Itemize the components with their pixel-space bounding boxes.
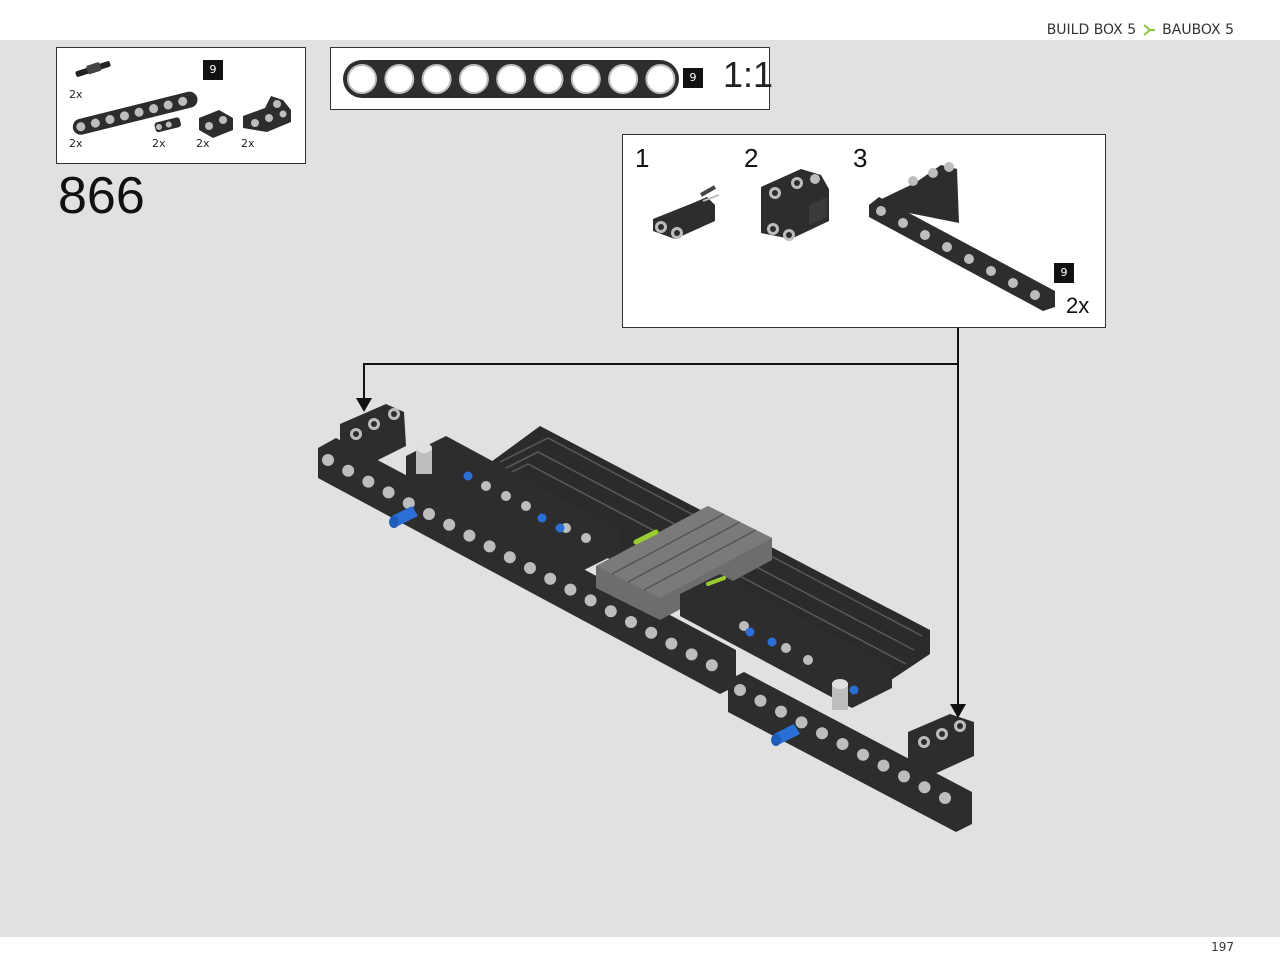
part-qty-cross-block: 2x	[196, 137, 210, 150]
parts-list-panel: 9 2x 2x 2x 2x 2x	[56, 47, 306, 164]
scale-label: 1:1	[723, 54, 774, 95]
beam-hole	[463, 529, 476, 542]
beam-hole	[734, 684, 746, 696]
beam-hole	[342, 464, 355, 477]
beam-hole	[584, 594, 597, 607]
right-corner-block	[908, 714, 974, 776]
beam-hole	[322, 454, 334, 466]
green-axle-left	[633, 529, 659, 545]
beam-hole	[877, 759, 890, 772]
part-qty-beam-9: 2x	[69, 137, 83, 150]
beam-hole	[705, 659, 718, 672]
ruler-length-badge: 9	[683, 68, 703, 88]
page-header: BUILD BOX 5 BAUBOX 5	[1047, 20, 1234, 40]
pin-connector-icon	[154, 117, 181, 133]
front-beam-right	[728, 672, 972, 832]
beam-hole	[754, 694, 767, 707]
substep-2-assembly	[761, 169, 829, 241]
beam-hole	[443, 518, 456, 531]
vertical-peg-right	[832, 679, 848, 710]
arrow-separator-icon	[1142, 23, 1156, 37]
front-beam-left	[318, 438, 736, 694]
ruler-holes	[347, 64, 676, 94]
substep-3-label: 3	[853, 143, 868, 173]
beam-hole	[362, 475, 375, 488]
beam-hole	[423, 508, 435, 520]
step-number: 866	[58, 167, 145, 225]
part-qty-pin-connector: 2x	[152, 137, 166, 150]
part-qty-axle-pin: 2x	[69, 88, 83, 101]
build-box-label: BUILD BOX 5	[1046, 22, 1137, 38]
double-cross-block-icon	[243, 96, 291, 132]
sub-assembly-multiplier: 2x	[1066, 293, 1090, 318]
beam-hole	[604, 605, 617, 618]
page-number: 197	[1211, 940, 1234, 954]
beam-hole	[918, 781, 931, 794]
beam-hole	[665, 637, 678, 650]
part-qty-double-cross-block: 2x	[241, 137, 255, 150]
beam-hole	[836, 738, 849, 750]
ruler-hole	[608, 64, 639, 94]
inner-beams	[406, 436, 892, 708]
beam-hole	[382, 486, 395, 499]
sub-beam-length-badge: 9	[1054, 263, 1074, 283]
beam-hole	[898, 770, 910, 783]
beam-hole	[816, 727, 828, 740]
axle-pin-icon	[75, 61, 111, 77]
substep-1-assembly	[653, 185, 720, 239]
left-corner-block	[340, 404, 406, 468]
beam-hole	[775, 705, 787, 718]
substep-1-label: 1	[635, 143, 650, 173]
substep-2-label: 2	[744, 143, 759, 173]
substep-3-assembly	[869, 162, 1055, 311]
beam-hole	[503, 551, 516, 564]
beam-hole	[645, 626, 658, 639]
beam-hole	[483, 540, 496, 553]
ruler-hole	[421, 64, 452, 94]
beam-hole	[564, 583, 577, 596]
ruler-hole	[458, 64, 489, 94]
cross-block-icon	[199, 110, 233, 138]
beam-length-badge: 9	[203, 60, 223, 80]
ruler-hole	[384, 64, 415, 94]
beam-hole	[795, 716, 808, 729]
beam-hole	[939, 792, 951, 804]
green-axle-right	[706, 576, 726, 586]
beam-hole	[402, 497, 415, 510]
beam-9-icon	[72, 91, 198, 135]
blue-pin-right	[771, 724, 800, 746]
beam-hole	[857, 748, 869, 761]
center-plate	[596, 506, 772, 620]
ruler-hole	[347, 64, 377, 94]
sub-assembly-panel: 1 2 3 9 2x	[622, 134, 1106, 328]
beam-hole	[524, 562, 536, 574]
ruler-hole	[645, 64, 676, 94]
beam-ruler-panel: 9 1:1	[330, 47, 774, 110]
beam-hole	[544, 572, 557, 585]
beam-hole	[625, 616, 637, 628]
vertical-peg-left	[416, 443, 432, 474]
beam-hole	[685, 648, 698, 661]
blue-pin-left	[389, 506, 418, 528]
ruler-hole	[496, 64, 527, 94]
ruler-hole	[570, 64, 601, 94]
blue-pins-inner	[463, 471, 859, 695]
baubox-label: BAUBOX 5	[1162, 22, 1234, 38]
ruler-hole	[533, 64, 564, 94]
